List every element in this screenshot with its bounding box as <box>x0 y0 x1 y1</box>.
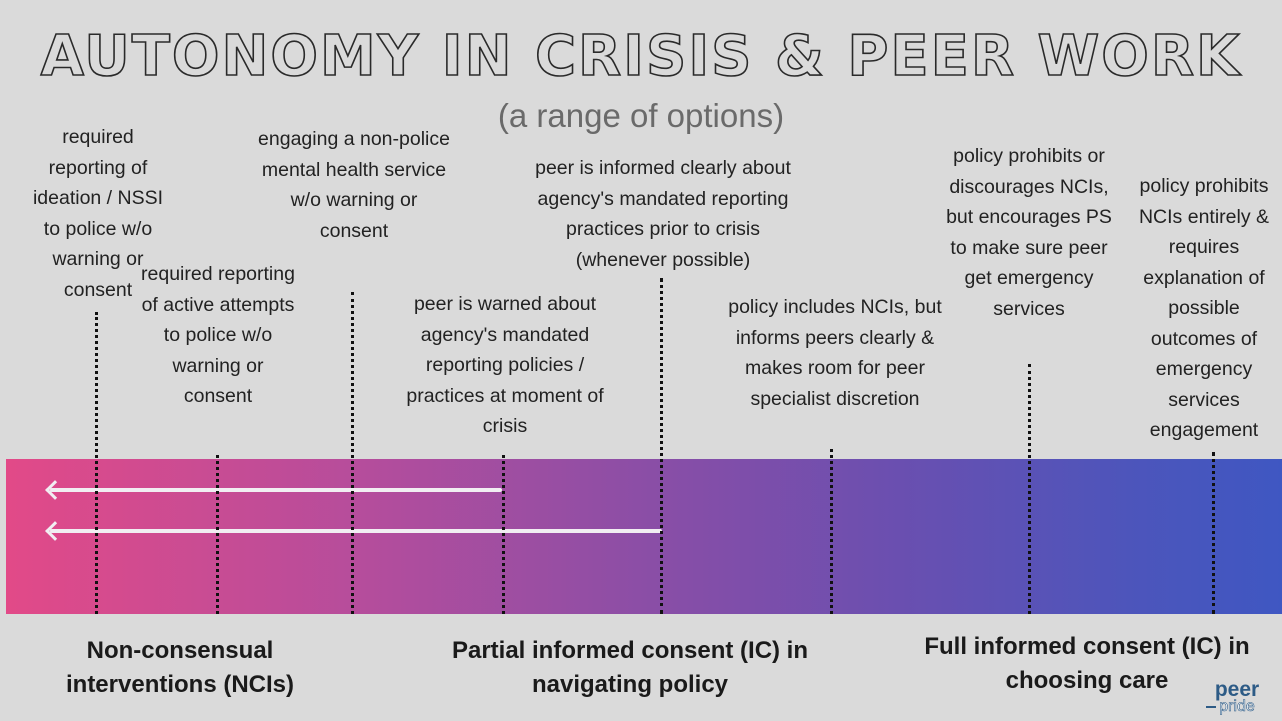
option-label-policy-discourages-ncis: policy prohibits or discourages NCIs, bu… <box>946 145 1112 320</box>
connector-line-opt4 <box>502 455 505 614</box>
page-title: AUTONOMY IN CRISIS & PEER WORK <box>40 23 1242 90</box>
page-subtitle: (a range of options) <box>497 97 785 134</box>
category-non-consensual: Non-consensual interventions (NCIs) <box>65 637 295 698</box>
autonomy-spectrum-band <box>6 459 1282 614</box>
category-full-consent: Full informed consent (IC) in choosing c… <box>924 633 1250 694</box>
connector-line-opt8 <box>1212 452 1215 614</box>
connector-line-opt3 <box>351 292 354 614</box>
connector-line-opt5 <box>660 278 663 614</box>
connector-line-opt1 <box>95 312 98 614</box>
option-label-policy-prohibits-ncis: policy prohibits NCIs entirely & require… <box>1138 175 1270 441</box>
left-arrow-icon <box>50 529 662 533</box>
connector-line-opt7 <box>1028 364 1031 614</box>
option-label-warned-at-crisis: peer is warned about agency's mandated r… <box>406 293 604 437</box>
option-label-ideation-reporting: required reporting of ideation / NSSI to… <box>32 126 164 301</box>
logo-text-pride: pride <box>1219 698 1255 716</box>
option-label-informed-prior: peer is informed clearly about agency's … <box>535 157 791 271</box>
peer-pride-logo: peer pride <box>1206 678 1268 718</box>
option-label-attempt-reporting: required reporting of active attempts to… <box>141 263 295 407</box>
option-label-policy-includes-ncis: policy includes NCIs, but informs peers … <box>728 296 942 410</box>
category-partial-consent: Partial informed consent (IC) in navigat… <box>451 637 809 698</box>
connector-line-opt2 <box>216 455 219 614</box>
connector-line-opt6 <box>830 449 833 614</box>
logo-divider <box>1206 706 1216 708</box>
left-arrow-icon <box>50 488 502 492</box>
option-label-non-police-service: engaging a non-police mental health serv… <box>258 128 450 242</box>
logo-text-peer: peer <box>1214 678 1260 701</box>
